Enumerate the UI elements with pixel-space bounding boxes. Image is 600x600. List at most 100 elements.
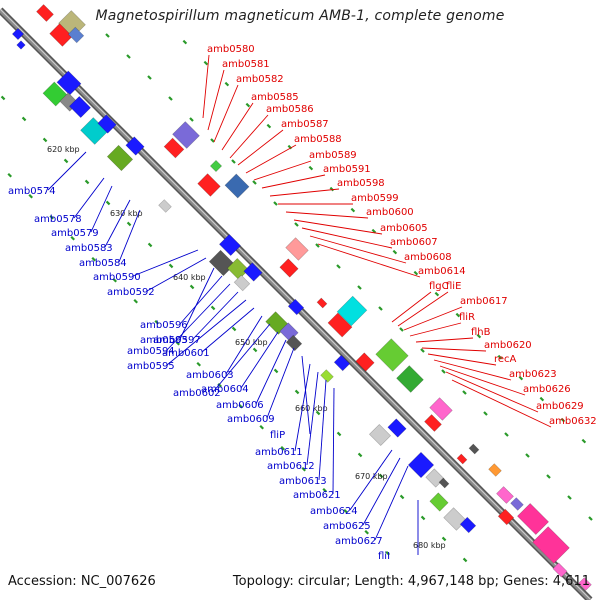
gene-feature bbox=[287, 298, 305, 316]
tick-dot bbox=[392, 249, 398, 255]
gene-feature bbox=[387, 418, 407, 438]
tick-dot bbox=[385, 551, 390, 556]
reverse-leader-line bbox=[294, 363, 311, 452]
forward-leader-line bbox=[245, 144, 297, 174]
tick-dot bbox=[420, 348, 425, 353]
forward-leader-line bbox=[409, 322, 462, 337]
forward-leader-line bbox=[403, 306, 463, 331]
forward-leader-line bbox=[229, 114, 269, 159]
tick-dot bbox=[154, 320, 159, 325]
tick-dot bbox=[483, 411, 488, 416]
tick-dot bbox=[49, 215, 54, 220]
forward-gene-label: flhB bbox=[471, 327, 491, 338]
tick-dot bbox=[581, 438, 587, 444]
reverse-leader-line bbox=[301, 355, 311, 435]
gene-feature bbox=[68, 95, 92, 119]
gene-feature bbox=[11, 27, 25, 41]
reverse-leader-line bbox=[166, 283, 231, 351]
forward-leader-line bbox=[207, 69, 225, 131]
gene-feature bbox=[67, 26, 85, 44]
forward-leader-line bbox=[391, 291, 432, 323]
reverse-leader-line bbox=[306, 371, 319, 466]
gene-feature bbox=[233, 274, 251, 292]
tick-dot bbox=[378, 473, 384, 479]
gene-feature bbox=[578, 577, 592, 591]
tick-dot bbox=[217, 383, 222, 388]
tick-dot bbox=[196, 362, 201, 367]
tick-dot bbox=[91, 257, 96, 262]
forward-gene-label: amb0620 bbox=[484, 340, 532, 351]
tick-dot bbox=[280, 446, 285, 451]
forward-leader-line bbox=[433, 359, 512, 381]
tick-dot bbox=[175, 341, 180, 346]
tick-dot bbox=[434, 291, 440, 297]
gene-feature bbox=[333, 354, 351, 372]
tick-dot bbox=[203, 60, 209, 66]
gene-feature bbox=[368, 423, 392, 447]
tick-dot bbox=[63, 158, 69, 164]
tick-dot bbox=[294, 222, 299, 227]
forward-leader-line bbox=[237, 129, 284, 166]
tick-dot bbox=[252, 347, 258, 353]
tick-dot bbox=[364, 530, 369, 535]
tick-dot bbox=[315, 243, 320, 248]
forward-leader-line bbox=[293, 219, 383, 235]
tick-dot bbox=[357, 285, 362, 290]
tick-dot bbox=[189, 284, 195, 290]
reverse-gene-label: amb0584 bbox=[79, 258, 127, 269]
forward-gene-label: amb0617 bbox=[460, 296, 508, 307]
reverse-leader-line bbox=[332, 387, 335, 495]
tick-dot bbox=[497, 354, 503, 360]
reverse-gene-label: amb0621 bbox=[293, 490, 341, 501]
tick-dot bbox=[329, 186, 335, 192]
reverse-gene-label: amb0592 bbox=[107, 287, 155, 298]
reverse-leader-line bbox=[240, 331, 279, 389]
gene-feature bbox=[424, 414, 442, 432]
tick-dot bbox=[462, 557, 468, 563]
gene-feature bbox=[355, 352, 375, 372]
forward-gene-label: amb0580 bbox=[207, 44, 255, 55]
gene-feature bbox=[209, 159, 223, 173]
forward-leader-line bbox=[213, 84, 239, 143]
reverse-gene-label: amb0603 bbox=[186, 370, 234, 381]
forward-leader-line bbox=[253, 160, 312, 181]
reverse-gene-label: fliP bbox=[270, 430, 285, 441]
forward-leader-line bbox=[317, 243, 421, 278]
reverse-leader-line bbox=[118, 209, 141, 263]
forward-leader-line bbox=[285, 211, 369, 219]
tick-dot bbox=[112, 278, 117, 283]
reverse-leader-line bbox=[255, 339, 287, 405]
gene-feature bbox=[456, 453, 468, 465]
forward-gene-label: recA bbox=[494, 354, 517, 365]
tick-dot bbox=[231, 326, 237, 332]
gene-feature bbox=[468, 443, 480, 455]
forward-leader-line bbox=[301, 227, 393, 249]
forward-gene-label: amb0585 bbox=[251, 92, 299, 103]
tick-dot bbox=[168, 263, 174, 269]
tick-dot bbox=[371, 228, 377, 234]
reverse-leader-line bbox=[349, 449, 393, 511]
kbp-tick-label: 650 kbp bbox=[235, 338, 268, 347]
forward-gene-label: amb0598 bbox=[337, 178, 385, 189]
gene-feature bbox=[336, 295, 368, 327]
tick-dot bbox=[70, 236, 75, 241]
gene-feature bbox=[218, 233, 242, 257]
tick-dot bbox=[294, 389, 300, 395]
forward-gene-label: amb0589 bbox=[309, 150, 357, 161]
reverse-gene-label: amb0595 bbox=[127, 361, 175, 372]
tick-dot bbox=[7, 173, 12, 178]
gene-feature bbox=[243, 262, 263, 282]
tick-dot bbox=[105, 200, 111, 206]
tick-dot bbox=[21, 116, 27, 122]
forward-leader-line bbox=[397, 291, 449, 327]
reverse-gene-label: amb0574 bbox=[8, 186, 56, 197]
reverse-gene-label: amb0625 bbox=[323, 521, 371, 532]
gene-feature bbox=[106, 144, 134, 172]
tick-dot bbox=[546, 474, 551, 479]
gene-feature bbox=[497, 508, 515, 526]
forward-leader-line bbox=[415, 337, 474, 343]
tick-dot bbox=[84, 179, 90, 185]
reverse-gene-label: amb0594 bbox=[127, 346, 175, 357]
forward-gene-label: amb0626 bbox=[523, 384, 571, 395]
